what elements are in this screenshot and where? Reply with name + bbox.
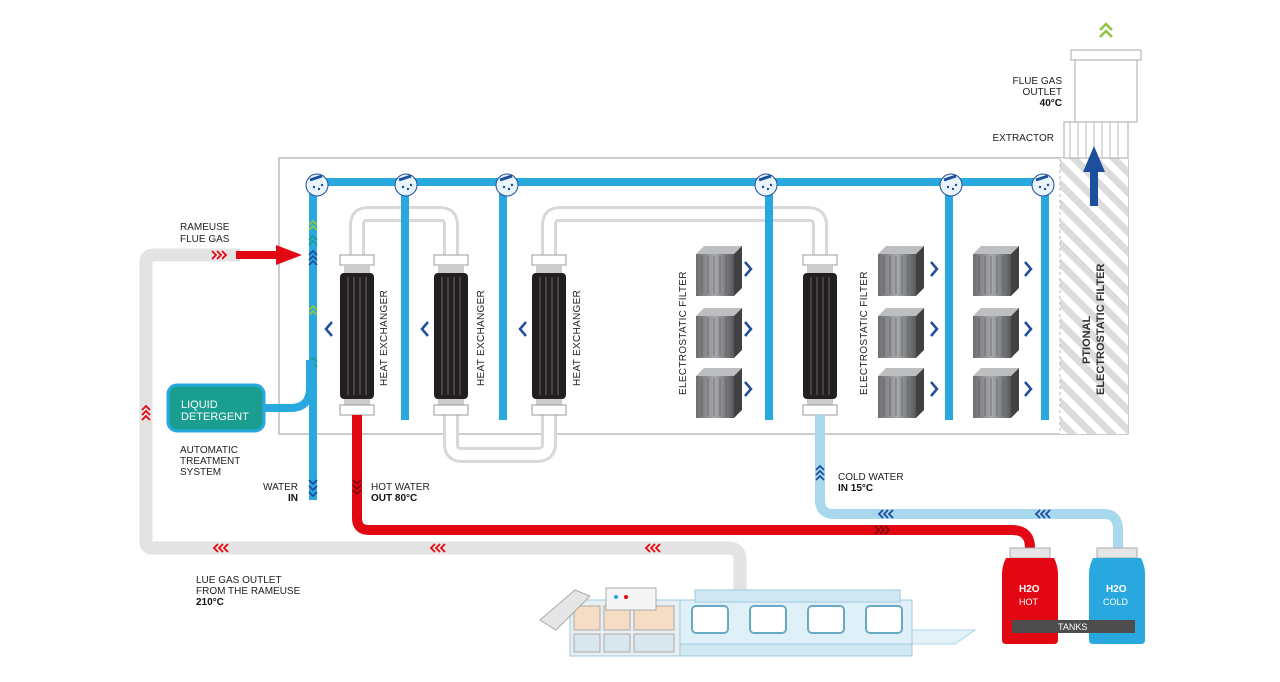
flue-chevrons bbox=[141, 250, 661, 553]
lue-gas-outlet-label-2: FROM THE RAMEUSE bbox=[196, 586, 301, 597]
heat-exchanger-label-1: HEAT EXCHANGER bbox=[379, 290, 390, 386]
electrostatic-filter-label-2: ELECTROSTATIC FILTER bbox=[859, 271, 870, 395]
flue-gas-outlet-label-1: FLUE GAS bbox=[1013, 76, 1063, 87]
rameuse-flue-gas-label-2: FLUE GAS bbox=[180, 234, 230, 245]
extractor-label: EXTRACTOR bbox=[993, 133, 1055, 144]
optional-filter-label-1: PTIONAL bbox=[1081, 315, 1093, 364]
tanks-label: TANKS bbox=[1058, 622, 1087, 632]
tanks-bar bbox=[1012, 620, 1135, 633]
chevron-up-icon bbox=[1099, 22, 1113, 38]
heat-exchanger-label-2: HEAT EXCHANGER bbox=[476, 290, 487, 386]
rameuse-machine bbox=[539, 587, 977, 657]
optional-filter-label-2: ELECTROSTATIC FILTER bbox=[1095, 264, 1107, 395]
detergent-label-1: LIQUID bbox=[181, 399, 218, 411]
heat-exchanger-label-3: HEAT EXCHANGER bbox=[572, 290, 583, 386]
water-chevrons bbox=[308, 219, 318, 498]
lue-gas-outlet-label-1: LUE GAS OUTLET bbox=[196, 575, 282, 586]
water-in-label-1: WATER bbox=[263, 482, 298, 493]
extractor-chimney bbox=[1063, 49, 1142, 159]
spray-nozzles bbox=[305, 173, 1055, 197]
lue-gas-outlet-label-3: 210°C bbox=[196, 597, 224, 608]
red-arrow-icon bbox=[236, 245, 302, 265]
detergent-label-2: DETERGENT bbox=[181, 411, 249, 423]
cold-water-label-2: IN 15°C bbox=[838, 483, 873, 494]
heat-exchangers bbox=[339, 254, 838, 416]
tank-hot-formula: H2O bbox=[1019, 584, 1040, 595]
arrow-up-icon bbox=[1083, 146, 1105, 206]
flue-gas-pipe bbox=[139, 248, 747, 598]
flow-chevrons bbox=[324, 261, 1033, 397]
detergent-pipe bbox=[262, 360, 314, 412]
hot-water-label-2: OUT 80°C bbox=[371, 493, 417, 504]
rameuse-flue-gas-label-1: RAMEUSE bbox=[180, 222, 230, 233]
tank-cold-label: COLD bbox=[1103, 597, 1129, 607]
hot-water-pipe bbox=[352, 415, 1035, 549]
cold-water-pipe bbox=[815, 415, 1123, 552]
liquid-detergent-box bbox=[166, 383, 266, 433]
cold-chevrons bbox=[815, 464, 1051, 519]
cold-water-label-1: COLD WATER bbox=[838, 472, 904, 483]
electrostatic-filter-cubes bbox=[696, 246, 1019, 418]
automatic-treatment-label-1: AUTOMATIC bbox=[180, 445, 238, 456]
tank-hot-label: HOT bbox=[1019, 597, 1039, 607]
automatic-treatment-label-3: SYSTEM bbox=[180, 467, 221, 478]
water-in-label-2: IN bbox=[288, 493, 298, 504]
hot-chevrons bbox=[352, 479, 891, 535]
automatic-treatment-label-2: TREATMENT bbox=[180, 456, 240, 467]
hot-water-label-1: HOT WATER bbox=[371, 482, 430, 493]
electrostatic-filter-label-1: ELECTROSTATIC FILTER bbox=[678, 271, 689, 395]
flue-gas-outlet-label-3: 40°C bbox=[1040, 98, 1062, 109]
flue-gas-outlet-label-2: OUTLET bbox=[1023, 87, 1062, 98]
tank-cold-formula: H2O bbox=[1106, 584, 1127, 595]
